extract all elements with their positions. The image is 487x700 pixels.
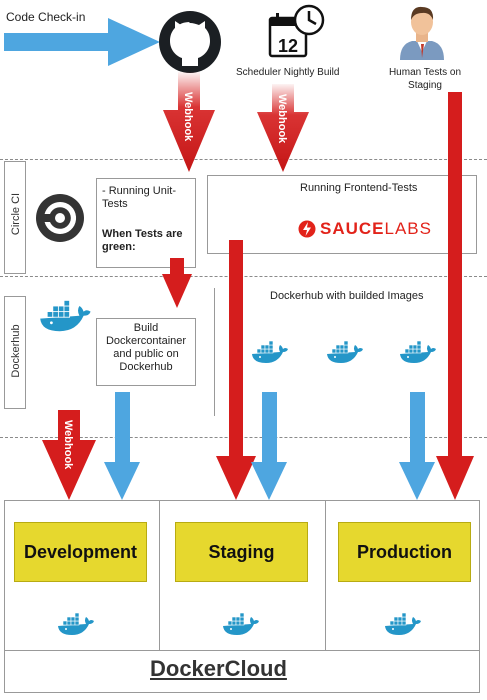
webhook-arrow-scheduler: Webhook xyxy=(257,84,309,172)
code-checkin-label: Code Check-in xyxy=(6,10,86,24)
github-icon xyxy=(159,11,221,73)
footer-divider xyxy=(4,650,480,651)
calendar-number: 12 xyxy=(278,36,298,56)
docker-icon-image-1 xyxy=(251,340,289,364)
circleci-logo-icon xyxy=(36,194,84,242)
human-tests-label: Human Tests on Staging xyxy=(388,67,462,91)
unit-tests-box xyxy=(96,178,196,268)
separator-bottom xyxy=(0,437,487,438)
docker-icon-circle xyxy=(39,299,92,332)
human-tests-arrow xyxy=(436,92,474,500)
env-divider-1 xyxy=(159,500,160,650)
webhook-label-1: Webhook xyxy=(182,92,194,142)
saucelabs-labs: LABS xyxy=(384,219,432,238)
frontend-tests-text: Running Frontend-Tests xyxy=(300,182,418,194)
deploy-arrow-production xyxy=(399,392,435,500)
build-box xyxy=(96,318,196,386)
separator-middle xyxy=(0,276,487,277)
env-staging: Staging xyxy=(175,522,308,582)
dockerhub-divider xyxy=(214,288,215,416)
dockerhub-images-text: Dockerhub with builded Images xyxy=(270,290,424,302)
saucelabs-icon xyxy=(298,220,316,238)
docker-icon-production xyxy=(384,612,422,636)
frontend-to-staging-arrow xyxy=(216,240,256,500)
scheduler-label: Scheduler Nightly Build xyxy=(236,67,340,78)
frontend-tests-box xyxy=(207,175,477,254)
webhook-label-2: Webhook xyxy=(276,94,288,144)
code-checkin-arrow xyxy=(4,18,160,66)
calendar-clock-icon: 12 xyxy=(268,4,325,58)
env-production: Production xyxy=(338,522,471,582)
webhook-arrow-development: Webhook xyxy=(42,410,96,500)
saucelabs-sauce: SAUCE xyxy=(320,219,385,238)
deploy-arrow-development xyxy=(104,392,140,500)
dockerhub-row-label-box xyxy=(4,296,26,409)
env-development: Development xyxy=(14,522,147,582)
green-to-build-arrow xyxy=(162,258,192,308)
footer-title: DockerCloud xyxy=(150,656,287,681)
docker-icon-image-2 xyxy=(326,340,364,364)
user-icon xyxy=(400,6,444,60)
docker-icon-development xyxy=(57,612,95,636)
webhook-arrow-github: Webhook xyxy=(163,72,215,172)
webhook-label-3: Webhook xyxy=(62,420,74,470)
deploy-arrow-staging xyxy=(251,392,287,500)
circle-ci-row-label-box xyxy=(4,161,26,274)
when-green-text: When Tests are green: xyxy=(102,228,183,253)
build-text: Build Dockercontainer and public on Dock… xyxy=(105,322,187,373)
unit-tests-text: - Running Unit-Tests xyxy=(102,185,176,210)
docker-icon-staging xyxy=(222,612,260,636)
env-divider-2 xyxy=(325,500,326,650)
separator-top xyxy=(0,159,487,160)
docker-icon-image-3 xyxy=(399,340,437,364)
